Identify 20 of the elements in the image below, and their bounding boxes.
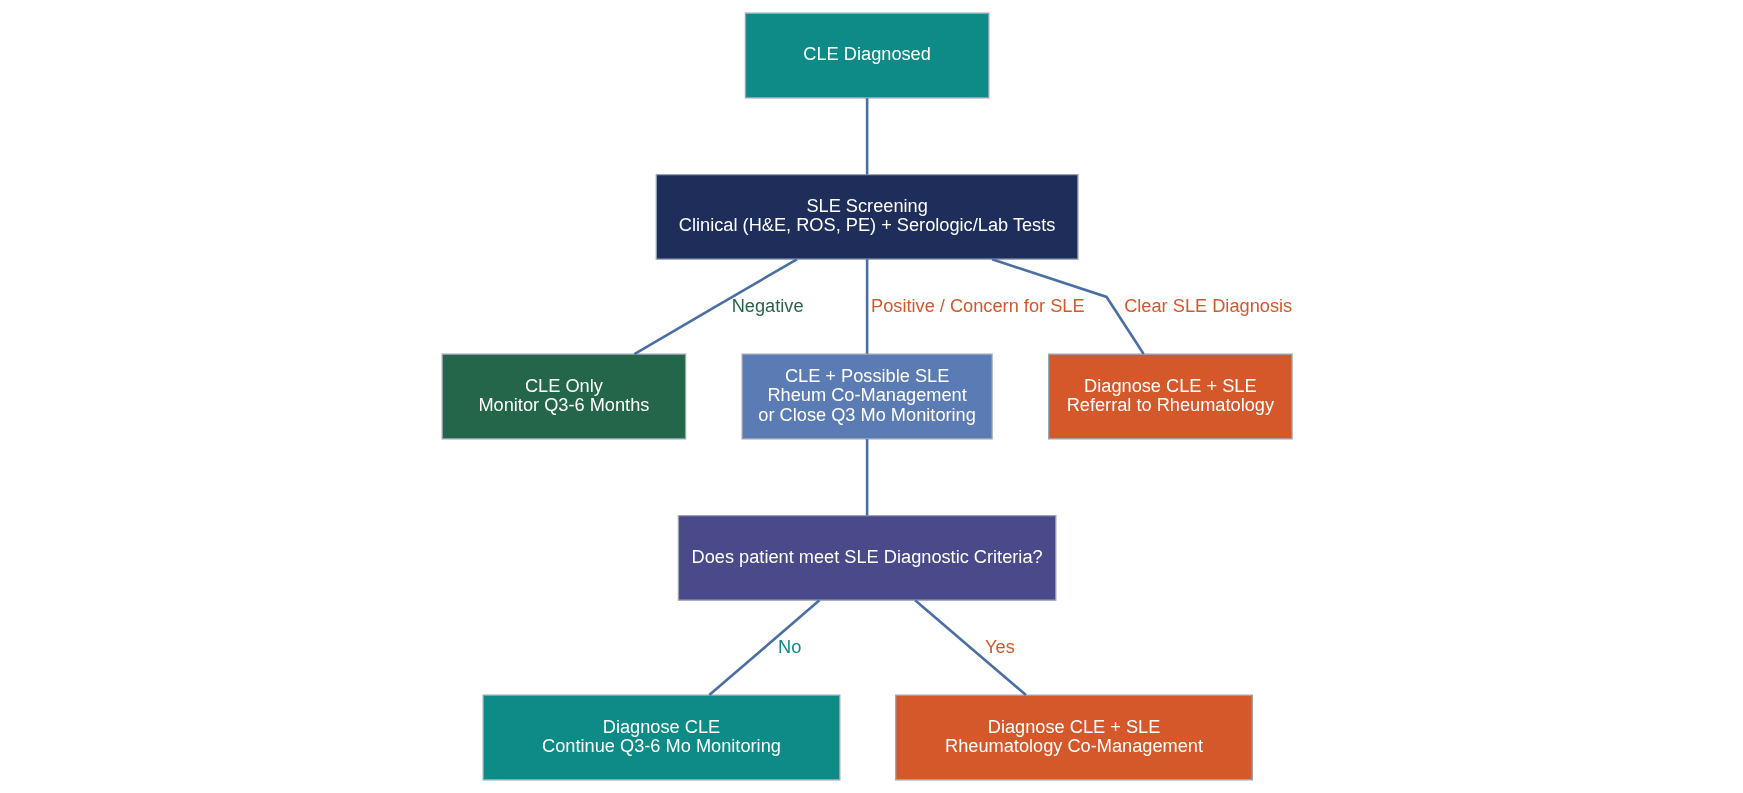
connector [865,259,868,354]
node-box: CLE Diagnosed [744,12,989,99]
connector [707,599,820,696]
connector [633,258,797,356]
connector [913,599,1027,696]
edge-label: Positive / Concern for SLE [870,295,1085,316]
edge-label: Negative [731,295,804,316]
node-box: CLE Only Monitor Q3-6 Months [441,353,686,440]
node-box: Diagnose CLE Continue Q3-6 Mo Monitoring [482,694,840,781]
connector [865,98,868,175]
edge-label: Yes [984,636,1015,657]
connector [991,258,1145,355]
node-box: SLE Screening Clinical (H&E, ROS, PE) + Serologic/Lab Tests [655,173,1079,260]
node-box: Diagnose CLE + SLE Rheumatology Co-Management [894,694,1253,781]
node-box: Does patient meet SLE Diagnostic Criteria? [677,514,1056,601]
edge-label: No [777,636,801,657]
node-box: Diagnose CLE + SLE Referral to Rheumatology [1047,353,1293,440]
node-box: CLE + Possible SLE Rheum Co-Management or Close Q3 Mo Monitoring [741,353,993,440]
edge-label: Clear SLE Diagnosis [1123,295,1292,316]
connector [865,439,868,516]
